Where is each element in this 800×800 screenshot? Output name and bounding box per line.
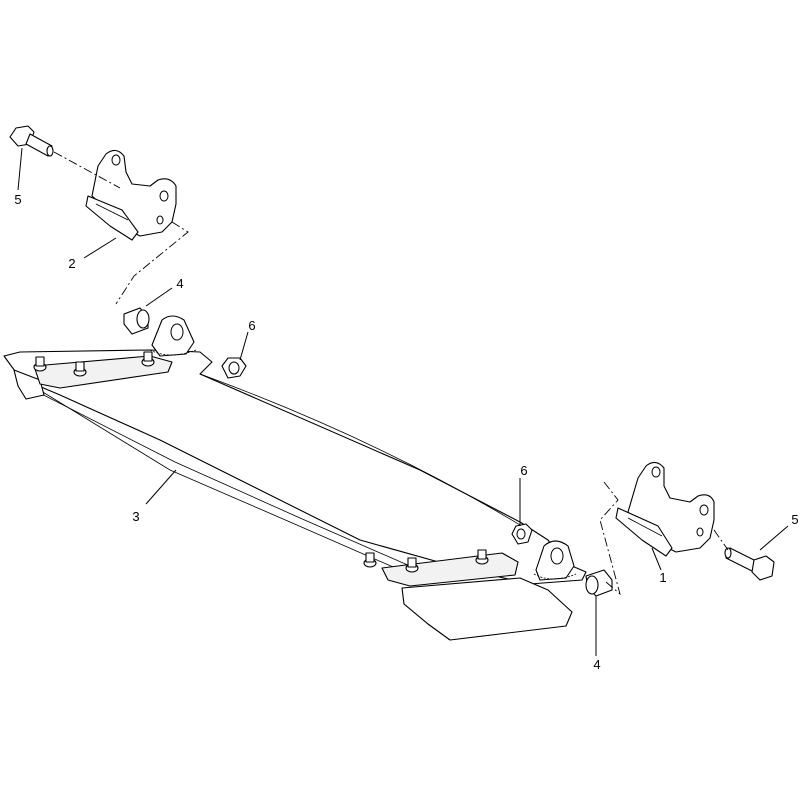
callout-3: 3: [132, 509, 139, 524]
bolt-lower-right: [724, 547, 775, 581]
assembly-line-upper: [53, 151, 189, 305]
bushing-upper: [123, 307, 150, 335]
callout-5-upper: 5: [14, 192, 21, 207]
leader-3: [145, 469, 177, 505]
bolt-upper-left: [9, 125, 54, 157]
leader-6a: [239, 331, 249, 361]
pivot-lug-left: [149, 315, 197, 357]
leader-5a: [17, 147, 23, 191]
strap-nut-right-a: [363, 552, 377, 568]
callout-6-upper: 6: [248, 318, 255, 333]
callout-2: 2: [68, 256, 75, 271]
callout-4-upper: 4: [176, 276, 183, 291]
bracket-right: [615, 461, 715, 557]
pivot-lug-right: [533, 540, 577, 581]
leader-5b: [759, 525, 789, 551]
strap-nut-left-a: [33, 356, 47, 372]
nut-upper: [221, 357, 247, 379]
leader-4a: [145, 287, 173, 307]
callout-4-lower: 4: [593, 657, 600, 672]
strap-nut-right-c: [475, 549, 489, 565]
bushing-lower: [585, 569, 613, 597]
assembly-line-lower: [599, 481, 729, 596]
strap-nut-left-b: [73, 361, 87, 377]
bracket-left: [85, 149, 177, 241]
callout-5-lower: 5: [791, 512, 798, 527]
strap-nut-right-b: [405, 557, 419, 573]
leader-2: [83, 237, 117, 259]
strap-nut-left-c: [141, 351, 155, 367]
deflector-plate: [3, 315, 587, 641]
callout-1: 1: [659, 570, 666, 585]
nut-lower: [511, 523, 533, 545]
callout-6-lower: 6: [520, 463, 527, 478]
leader-1: [651, 547, 662, 571]
